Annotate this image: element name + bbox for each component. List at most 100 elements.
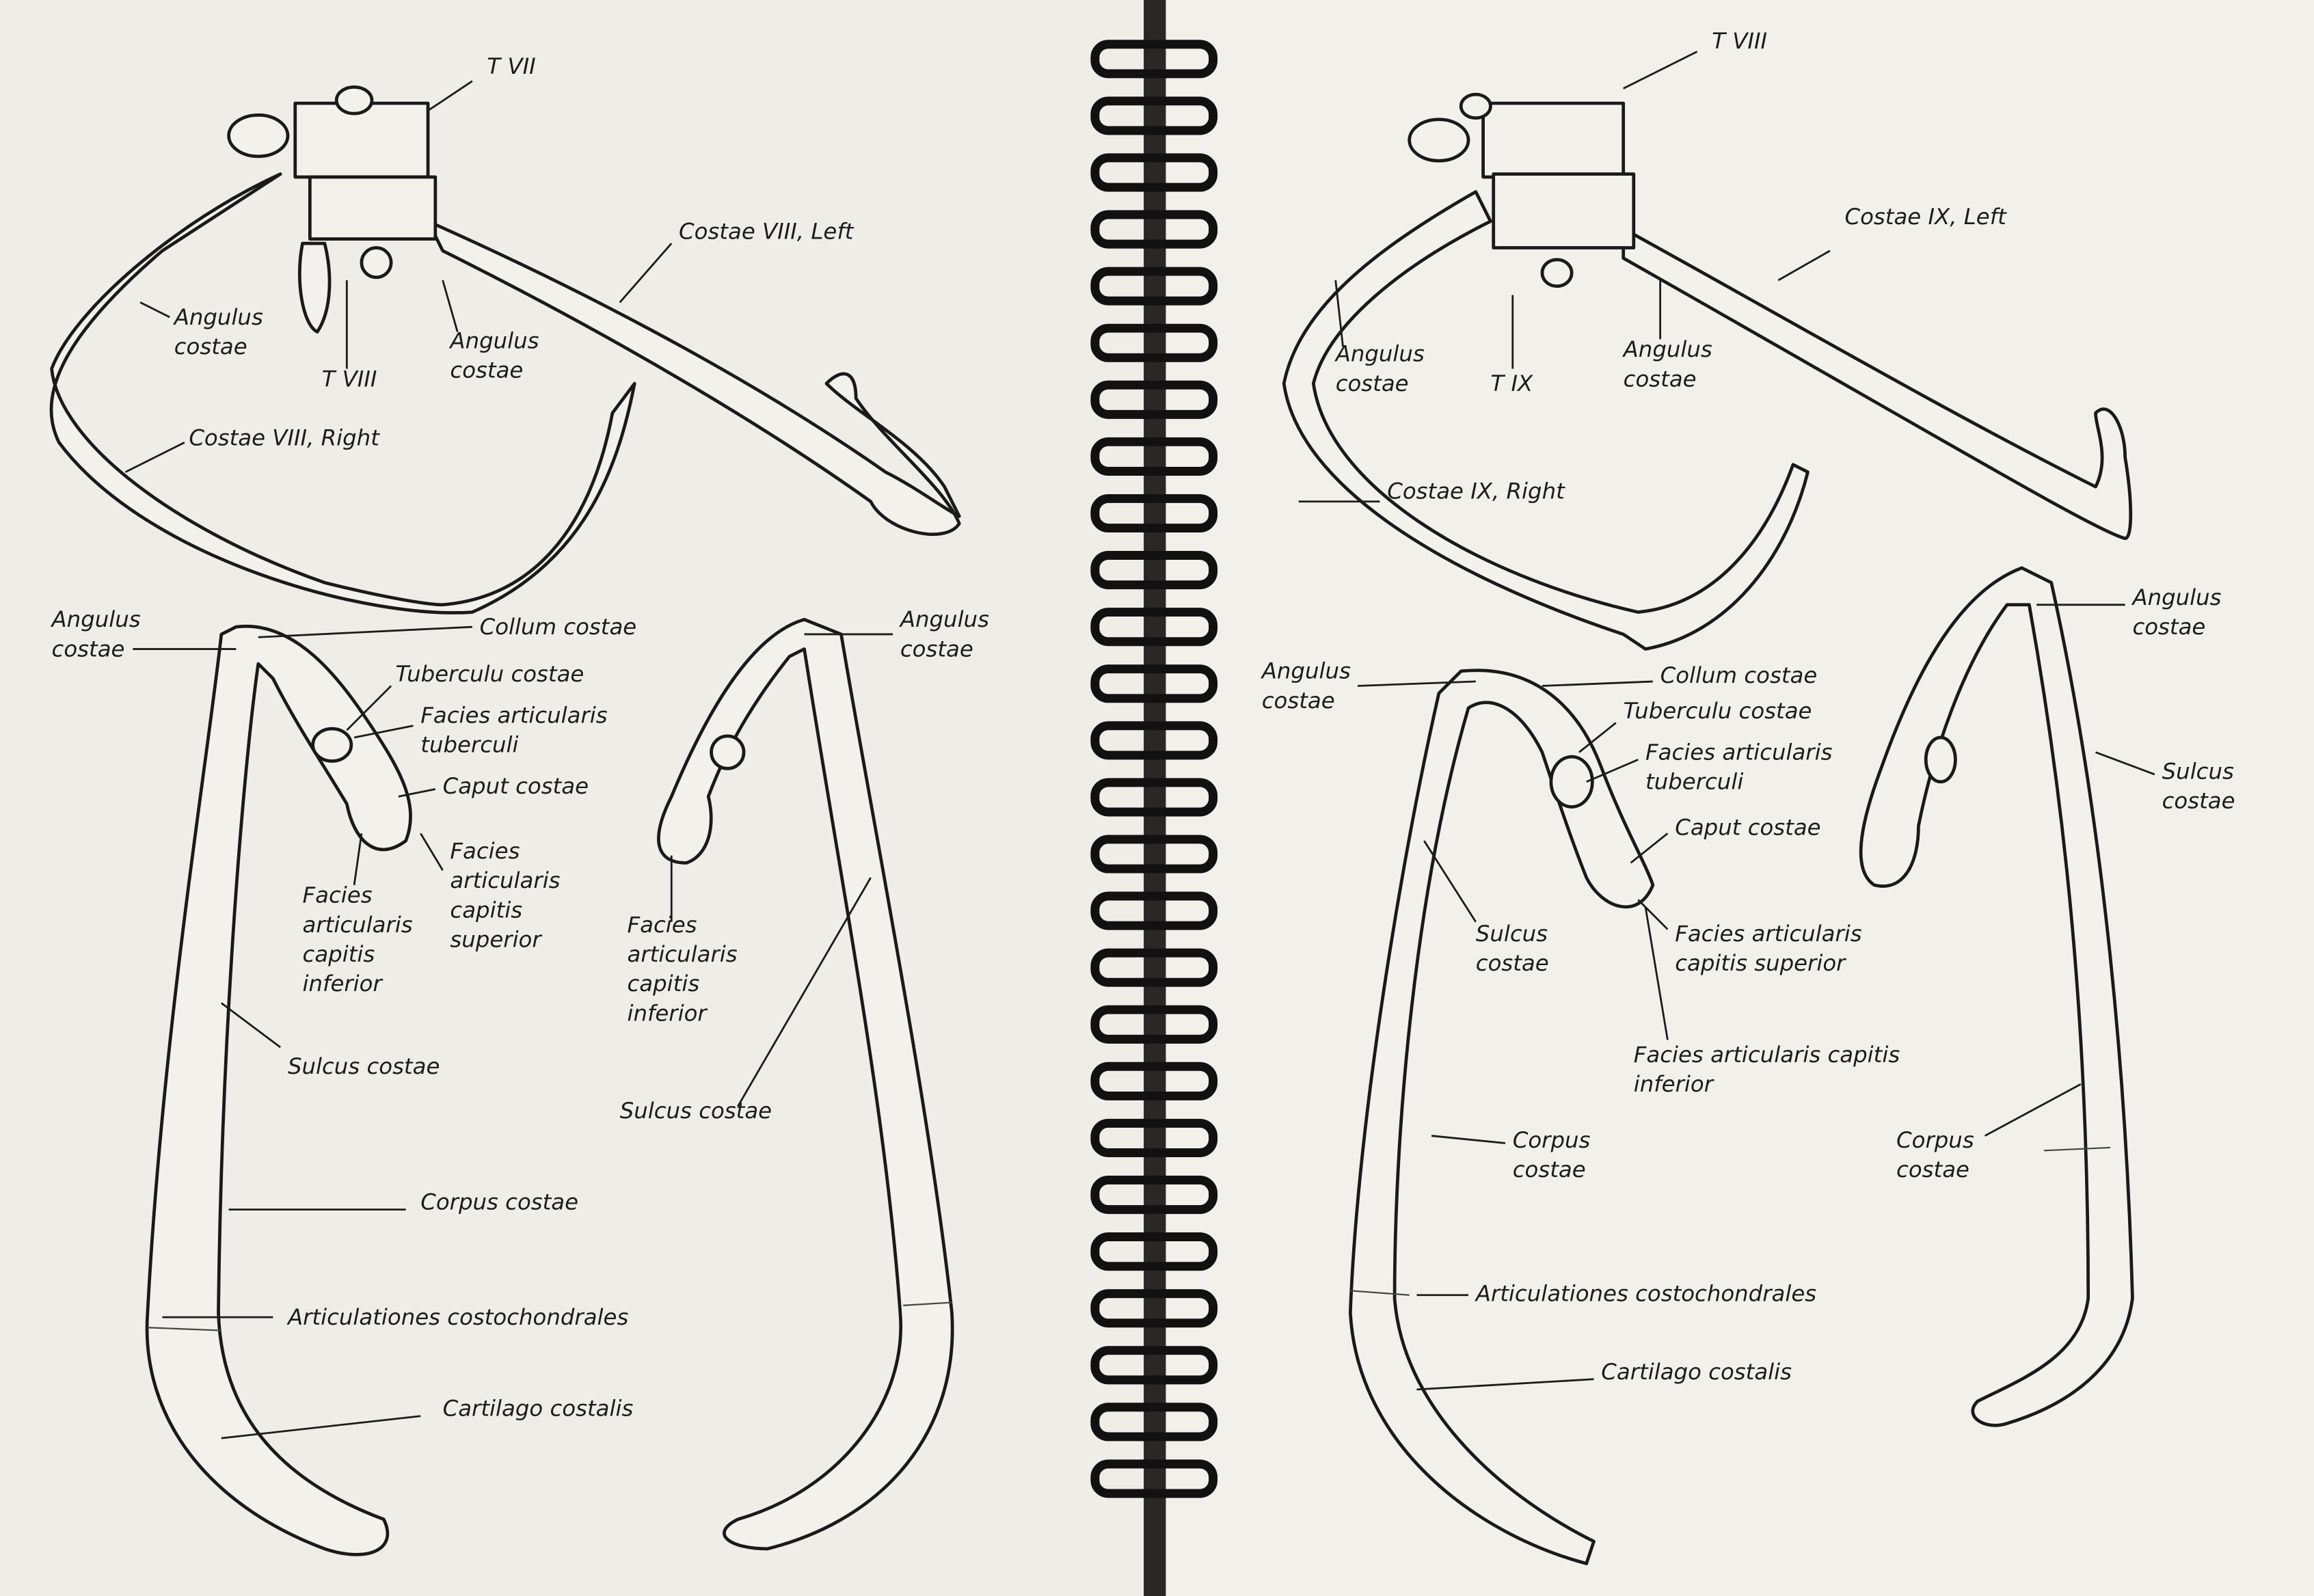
right-annotation-label: Tuberculu costae (1624, 698, 1812, 724)
leader-line (1423, 840, 1477, 923)
right-annotation-label: costae (1336, 370, 1409, 396)
left-annotation-label: inferior (303, 971, 384, 997)
leader-line (1416, 1378, 1594, 1391)
spiral-binding (1090, 40, 1218, 1498)
leader-line (353, 833, 363, 886)
spiral-ring (1090, 267, 1218, 306)
leader-line (442, 280, 459, 332)
left-annotation-label: tuberculi (420, 732, 518, 758)
spiral-ring (1090, 1232, 1218, 1271)
spiral-ring (1090, 948, 1218, 987)
left-annotation-label: costae (900, 636, 973, 662)
left-annotation-label: articularis (450, 867, 560, 893)
spiral-ring (1090, 551, 1218, 590)
right-annotation-label: costae (1476, 950, 1549, 976)
spiral-ring (1090, 608, 1218, 647)
right-bottom-ribs-drawing (1348, 566, 2134, 1565)
leader-line (221, 1415, 421, 1439)
right-page (1166, 0, 2314, 1596)
right-annotation-label: Angulus (1334, 341, 1425, 367)
spiral-ring (1090, 1061, 1218, 1100)
spiral-ring (1090, 40, 1218, 79)
right-annotation-label: costae (1513, 1157, 1586, 1182)
right-annotation-label: Angulus (1622, 336, 1712, 362)
right-annotation-label: tuberculi (1645, 769, 1743, 795)
right-annotation-label: costae (1624, 366, 1697, 392)
spiral-ring (1090, 664, 1218, 703)
left-annotation-label: Cartilago costalis (443, 1396, 634, 1422)
right-annotation-label: Facies articularis (1645, 739, 1833, 765)
vertebra-t8-right (1481, 101, 1626, 179)
right-annotation-label: Corpus (1513, 1127, 1591, 1153)
leader-line (1644, 906, 1669, 1040)
left-annotation-label: Articulationes costochondrales (286, 1304, 628, 1330)
spiral-ring (1090, 380, 1218, 419)
right-annotation-label: Sulcus (2162, 758, 2234, 784)
leader-line (1586, 759, 1639, 783)
leader-line (1984, 1083, 2082, 1137)
left-annotation-label: Tuberculu costae (396, 661, 584, 687)
left-annotation-label: costae (174, 334, 247, 360)
leader-line (1777, 249, 1831, 282)
left-annotation-label: T VIII (322, 366, 377, 392)
left-annotation-label: Sulcus costae (288, 1053, 440, 1079)
leader-line (427, 80, 473, 112)
left-annotation-label: Costae VIII, Right (189, 425, 380, 451)
left-annotation-label: Corpus costae (420, 1189, 578, 1215)
right-annotation-label: Facies articularis capitis (1634, 1042, 1900, 1068)
left-annotation-label: Sulcus costae (620, 1098, 772, 1124)
spiral-ring (1090, 493, 1218, 533)
spiral-ring (1090, 721, 1218, 760)
leader-line (139, 301, 170, 319)
leader-line (398, 788, 436, 798)
leader-line (1358, 680, 1476, 687)
spiral-ring (1090, 1346, 1218, 1385)
left-annotation-label: inferior (627, 1000, 708, 1026)
vertebra-t9 (1492, 172, 1636, 249)
leader-line (124, 442, 185, 473)
left-annotation-label: articularis (303, 912, 413, 938)
spiral-ring (1090, 891, 1218, 930)
leader-line (619, 243, 673, 303)
vertebra-t8 (308, 175, 438, 241)
leader-line (353, 725, 414, 739)
leader-line (1542, 680, 1653, 687)
left-annotation-label: Collum costae (480, 614, 637, 640)
right-annotation-label: Collum costae (1660, 662, 1818, 688)
left-annotation-label: capitis (627, 971, 699, 997)
vertebra-t7 (293, 101, 430, 179)
left-annotation-label: Angulus (899, 606, 989, 632)
left-top-ribs-drawing (49, 85, 961, 614)
spiral-ring (1090, 1289, 1218, 1328)
right-annotation-label: Sulcus (1476, 921, 1548, 947)
left-annotation-label: costae (450, 357, 523, 383)
left-annotation-label: Facies (450, 838, 520, 864)
left-annotation-label: Caput costae (443, 773, 589, 799)
left-annotation-label: Angulus (448, 327, 539, 353)
right-annotation-label: T IX (1490, 370, 1533, 396)
left-annotation-label: Costae VIII, Left (679, 219, 855, 245)
left-annotation-label: Facies (303, 882, 373, 908)
spiral-ring (1090, 1118, 1218, 1157)
leader-line (1431, 1135, 1506, 1144)
right-annotation-label: inferior (1634, 1071, 1714, 1097)
right-annotation-label: Corpus (1896, 1127, 1974, 1153)
right-annotation-label: Articulationes costochondrales (1475, 1280, 1816, 1306)
right-annotation-label: T VIII (1712, 28, 1767, 54)
leader-line (220, 1002, 282, 1049)
spiral-ring (1090, 210, 1218, 249)
spiral-ring (1090, 153, 1218, 192)
leader-line (420, 833, 444, 871)
spiral-ring (1090, 778, 1218, 817)
right-annotation-label: costae (2162, 788, 2235, 814)
right-annotation-label: capitis superior (1675, 950, 1846, 976)
spiral-ring (1090, 1403, 1218, 1442)
left-annotation-label: superior (450, 926, 542, 952)
leader-line (2095, 751, 2155, 776)
right-annotation-label: costae (2132, 614, 2205, 640)
spiral-ring (1090, 437, 1218, 476)
leader-line (258, 625, 472, 638)
left-annotation-label: Angulus (51, 606, 141, 632)
right-annotation-label: Angulus (1261, 658, 1351, 684)
